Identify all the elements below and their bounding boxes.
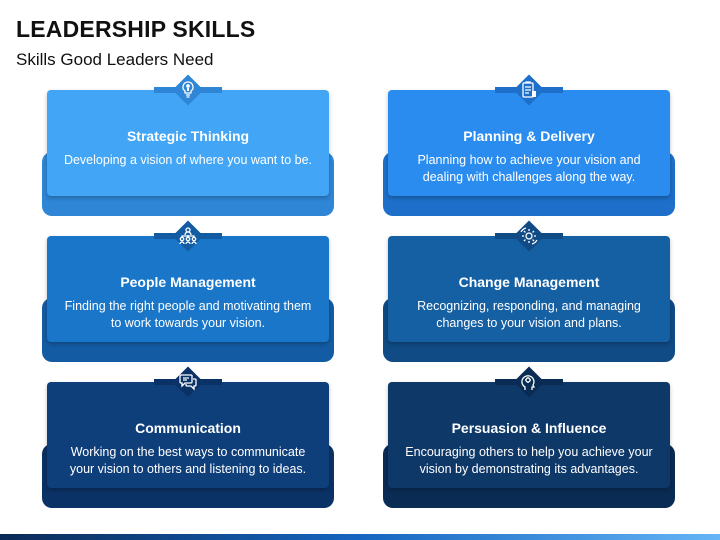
skill-description: Developing a vision of where you want to… — [63, 153, 313, 167]
skill-title: Change Management — [458, 274, 600, 290]
bottom-accent-bar — [0, 534, 720, 540]
chat-bubbles-icon — [154, 366, 222, 398]
skill-title: Persuasion & Influence — [451, 420, 607, 436]
skill-description: Recognizing, responding, and managing ch… — [417, 299, 641, 330]
head-gears-icon — [495, 366, 563, 398]
card-front-panel — [47, 90, 329, 196]
skill-title: People Management — [120, 274, 256, 290]
clipboard-plan-icon — [495, 74, 563, 106]
card-front-panel — [388, 236, 670, 342]
skill-description: Planning how to achieve your vision and … — [417, 153, 641, 184]
page-title: LEADERSHIP SKILLS — [16, 16, 256, 42]
chess-bulb-icon — [154, 74, 222, 106]
team-network-icon — [154, 220, 222, 252]
card-front-panel — [47, 236, 329, 342]
card-front-panel — [47, 382, 329, 488]
card-front-panel — [388, 382, 670, 488]
skill-title: Planning & Delivery — [463, 128, 595, 144]
skill-description: Finding the right people and motivating … — [64, 299, 312, 330]
skill-description: Working on the best ways to communicate … — [69, 445, 307, 476]
skill-title: Strategic Thinking — [126, 128, 250, 144]
gear-arrows-icon — [495, 220, 563, 252]
card-front-panel — [388, 90, 670, 196]
skill-description: Encouraging others to help you achieve y… — [405, 445, 653, 476]
page-subtitle: Skills Good Leaders Need — [16, 50, 214, 69]
skill-title: Communication — [135, 420, 241, 436]
